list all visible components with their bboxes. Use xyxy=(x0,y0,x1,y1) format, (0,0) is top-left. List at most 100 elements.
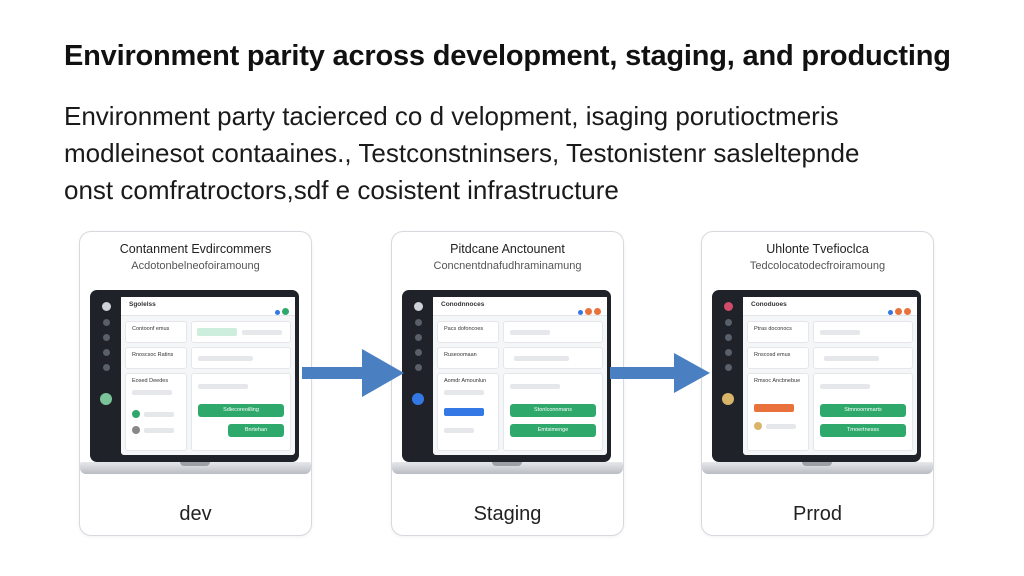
action-panel: Sdlecoreoilling Bnrtehan xyxy=(191,373,291,451)
config-panel: Contoonf emus xyxy=(125,321,187,343)
app-sidebar xyxy=(96,300,116,454)
card-subtitle: Tedcolocatodecfroiramoung xyxy=(749,260,886,272)
placeholder-bar xyxy=(510,330,550,335)
panel-label: Rmsoc Ancbnebue xyxy=(754,378,801,384)
nav-icon xyxy=(724,364,732,371)
config-panel: Rnscosd emus xyxy=(747,347,809,369)
status-chip xyxy=(132,426,140,434)
arrow-right-icon xyxy=(302,349,404,397)
environment-label: Staging xyxy=(473,503,542,525)
card-subtitle: Acdotonbelneofoiramoung xyxy=(131,260,260,272)
laptop-illustration: Sgolelss Contoonf emus Rnoscsoc Ratins xyxy=(80,290,311,476)
panel-label: Rnscosd emus xyxy=(754,352,791,358)
card-title: Contanment Evdircommers xyxy=(119,242,272,256)
subtitle-line: Environment party tacierced co d velopme… xyxy=(64,101,839,131)
placeholder-bar xyxy=(132,390,172,395)
secondary-action-button[interactable]: Emtsimenge xyxy=(510,424,596,437)
status-dot xyxy=(895,308,902,315)
app-header: Conodnnoces xyxy=(433,297,607,316)
placeholder-bar xyxy=(444,390,484,395)
nav-icon xyxy=(102,349,110,356)
logo-icon xyxy=(101,302,111,311)
arrow-right-icon xyxy=(610,353,710,393)
avatar xyxy=(722,393,734,405)
app-header: Sgolelss xyxy=(121,297,295,316)
placeholder-bar xyxy=(824,356,879,361)
placeholder-bar xyxy=(514,356,569,361)
arrow-dev-to-staging xyxy=(302,349,404,397)
status-dot xyxy=(282,308,289,315)
secondary-action-button[interactable]: Trnoertnesss xyxy=(820,424,906,437)
laptop-screen: Conoduoes Ptras doconocs Rnscosd emus xyxy=(712,290,921,462)
green-chip xyxy=(197,328,237,336)
status-chip xyxy=(754,422,762,430)
laptop-base xyxy=(392,462,623,474)
status-dot xyxy=(275,310,280,315)
card-title: Pitdcane Anctounent xyxy=(450,242,565,256)
secondary-action-button[interactable]: Bnrtehan xyxy=(228,424,284,437)
env-card-dev: Contanment Evdircommers Acdotonbelneofoi… xyxy=(79,231,312,536)
header-status-dots xyxy=(576,302,601,320)
avatar xyxy=(100,393,112,405)
nav-icon xyxy=(102,364,110,371)
placeholder-bar xyxy=(444,428,474,433)
nav-icon xyxy=(414,349,422,356)
primary-action-button[interactable]: Stmnoornmarts xyxy=(820,404,906,417)
primary-action-button[interactable]: Sdlecoreoilling xyxy=(198,404,284,417)
detail-panel xyxy=(813,321,913,343)
detail-panel xyxy=(503,321,603,343)
config-panel: Rmsoc Ancbnebue xyxy=(747,373,809,451)
panel-label: Contoonf emus xyxy=(132,326,170,332)
nav-icon xyxy=(414,364,422,371)
placeholder-bar xyxy=(242,330,282,335)
action-panel: Stonlconnmans Emtsimenge xyxy=(503,373,603,451)
config-panel: Rnoscsoc Ratins xyxy=(125,347,187,369)
logo-icon xyxy=(723,302,733,311)
placeholder-bar xyxy=(820,330,860,335)
config-panel: Pacs dofoncoes xyxy=(437,321,499,343)
arrow-staging-to-prod xyxy=(610,353,710,393)
app-name: Conodnnoces xyxy=(441,301,485,308)
laptop-base xyxy=(702,462,933,474)
config-panel: Ptras doconocs xyxy=(747,321,809,343)
app-header: Conoduoes xyxy=(743,297,917,316)
placeholder-bar xyxy=(198,356,253,361)
placeholder-bar xyxy=(766,424,796,429)
status-dot xyxy=(904,308,911,315)
panel-label: Aomdr Amounlun xyxy=(444,378,487,384)
config-panel: Eosed Deedes xyxy=(125,373,187,451)
env-card-staging: Pitdcane Anctounent Concnentdnafudhramin… xyxy=(391,231,624,536)
environment-label: dev xyxy=(179,503,212,525)
panel-label: Ptras doconocs xyxy=(754,326,792,332)
laptop-illustration: Conoduoes Ptras doconocs Rnscosd emus xyxy=(702,290,933,476)
panel-label: Ruseoomaan xyxy=(444,352,477,358)
placeholder-bar xyxy=(198,384,248,389)
detail-panel xyxy=(503,347,603,369)
placeholder-bar xyxy=(510,384,560,389)
subtitle-line: onst comfratroctors,sdf e cosistent infr… xyxy=(64,175,619,205)
primary-action-button[interactable]: Stonlconnmans xyxy=(510,404,596,417)
app-window: Sgolelss Contoonf emus Rnoscsoc Ratins xyxy=(121,297,295,455)
page-subtitle: Environment party tacierced co d velopme… xyxy=(64,98,944,209)
app-sidebar xyxy=(718,300,738,454)
config-panel: Aomdr Amounlun xyxy=(437,373,499,451)
action-panel: Stmnoornmarts Trnoertnesss xyxy=(813,373,913,451)
laptop-illustration: Conodnnoces Pacs dofoncoes Ruseoomaan xyxy=(392,290,623,476)
nav-icon xyxy=(414,334,422,341)
placeholder-bar xyxy=(144,412,174,417)
nav-icon xyxy=(102,334,110,341)
app-sidebar xyxy=(408,300,428,454)
panel-label: Rnoscsoc Ratins xyxy=(132,352,174,358)
subtitle-line: modleinesot contaaines., Testconstninser… xyxy=(64,138,860,168)
status-dot xyxy=(888,310,893,315)
nav-icon xyxy=(724,319,732,326)
laptop-notch xyxy=(802,462,832,466)
nav-icon xyxy=(724,349,732,356)
logo-icon xyxy=(413,302,423,311)
app-name: Sgolelss xyxy=(129,301,156,308)
page-title: Environment parity across development, s… xyxy=(64,40,951,72)
placeholder-bar xyxy=(144,428,174,433)
nav-icon xyxy=(724,334,732,341)
detail-panel xyxy=(813,347,913,369)
orange-chip xyxy=(754,404,794,412)
